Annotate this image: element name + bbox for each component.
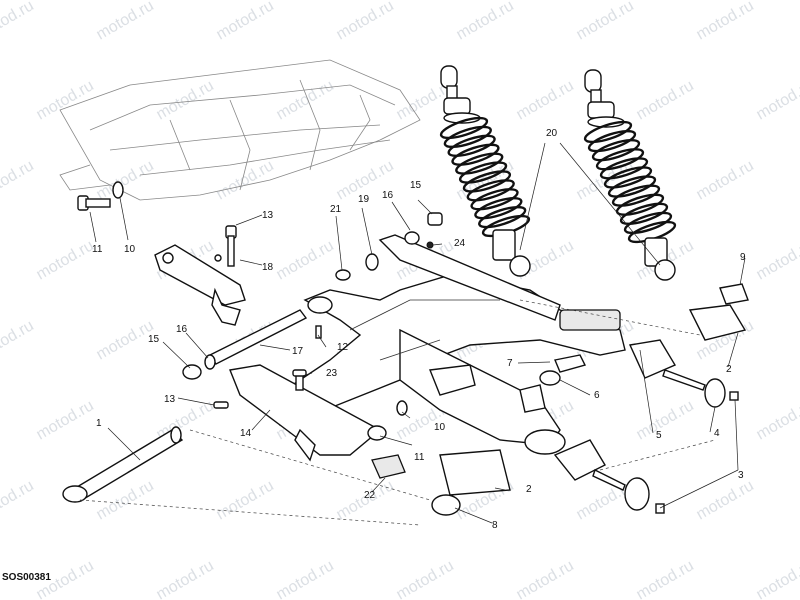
callout-labels: 1 2 2 3 4 5 6 7 8 9 10 10 11 11 12 13 13… xyxy=(92,128,746,531)
watermark-text: motod.ru xyxy=(694,0,757,43)
callout-4: 4 xyxy=(714,428,720,439)
spring-coil xyxy=(447,134,496,157)
watermark-text: motod.ru xyxy=(634,77,697,123)
spring-coil xyxy=(455,152,504,175)
watermark-text: motod.ru xyxy=(94,157,157,203)
spring-coil xyxy=(470,188,519,211)
hardware-items xyxy=(182,212,749,516)
callout-2-lower: 2 xyxy=(526,484,532,495)
watermark-text: motod.ru xyxy=(214,0,277,43)
spring-coil xyxy=(623,211,673,235)
spring-coil xyxy=(451,143,500,166)
callout-15-lower: 15 xyxy=(148,334,160,345)
callout-20: 20 xyxy=(546,128,558,139)
watermark-text: motod.ru xyxy=(214,477,277,523)
watermark-text: motod.ru xyxy=(694,477,757,523)
callout-5: 5 xyxy=(656,430,662,441)
watermark-text: motod.ru xyxy=(0,477,37,523)
watermark-text: motod.ru xyxy=(0,0,37,43)
watermark-text: motod.ru xyxy=(754,557,800,600)
rear-shock-absorber-left xyxy=(439,65,531,277)
watermark-text: motod.ru xyxy=(574,0,637,43)
callout-14: 14 xyxy=(240,428,252,439)
drawing-code: SOS00381 xyxy=(2,572,51,583)
watermark-text: motod.ru xyxy=(634,397,697,443)
bracket-18 xyxy=(154,225,246,326)
spring-coil xyxy=(607,175,657,198)
watermark-text: motod.ru xyxy=(514,557,577,600)
callout-13-lower: 13 xyxy=(164,394,176,405)
watermark-text: motod.ru xyxy=(34,237,97,283)
watermark-text: motod.ru xyxy=(514,77,577,123)
spring-coil xyxy=(466,179,515,202)
callout-24: 24 xyxy=(454,238,466,249)
pad-22 xyxy=(371,454,406,479)
watermark-text: motod.ru xyxy=(334,0,397,43)
spring-coil xyxy=(478,205,527,229)
callout-11-lower: 11 xyxy=(414,452,425,463)
watermark-text: motod.ru xyxy=(754,237,800,283)
callout-18: 18 xyxy=(262,262,274,273)
spring-coil xyxy=(474,197,523,220)
swing-arm xyxy=(269,234,626,455)
callout-13-upper: 13 xyxy=(262,210,274,221)
watermark-text: motod.ru xyxy=(394,557,457,600)
frame-outline xyxy=(59,59,421,201)
callout-15-upper: 15 xyxy=(410,180,422,191)
watermark-text: motod.ru xyxy=(274,237,337,283)
callout-9: 9 xyxy=(740,252,746,263)
chain-guard-14 xyxy=(229,364,382,462)
spring-coil xyxy=(462,170,512,193)
watermark-text: motod.ru xyxy=(454,0,517,43)
pivot-pin-1 xyxy=(62,426,184,503)
callout-21: 21 xyxy=(330,204,342,215)
callout-3: 3 xyxy=(738,470,744,481)
watermark-text: motod.ru xyxy=(154,77,217,123)
watermark-text: motod.ru xyxy=(274,77,337,123)
watermark-text: motod.ru xyxy=(0,317,37,363)
spring-coil xyxy=(615,193,665,216)
spring-coil xyxy=(443,125,492,149)
callout-17: 17 xyxy=(292,346,304,357)
callout-16-upper: 16 xyxy=(382,190,394,201)
watermark-text: motod.ru xyxy=(634,557,697,600)
watermark-text: motod.ru xyxy=(94,0,157,43)
spring-coil xyxy=(595,148,645,171)
callout-10-lower: 10 xyxy=(434,422,446,433)
spring-coil xyxy=(591,139,641,162)
callout-23: 23 xyxy=(326,368,338,379)
watermark-text: motod.ru xyxy=(694,157,757,203)
watermark-text: motod.ru xyxy=(0,157,37,203)
rear-shock-absorber-right xyxy=(583,69,677,281)
watermark-text: motod.ru xyxy=(754,397,800,443)
callout-12: 12 xyxy=(337,342,349,353)
spring-coil xyxy=(583,120,633,144)
spring-coil xyxy=(439,116,489,140)
spring-coil xyxy=(619,202,669,225)
callout-22: 22 xyxy=(364,490,376,501)
callout-8: 8 xyxy=(492,520,498,531)
spring-coil xyxy=(611,184,661,207)
spring-coil xyxy=(587,129,637,153)
bolt-11-top xyxy=(77,181,124,211)
spring-coil xyxy=(603,166,653,189)
watermark-text: motod.ru xyxy=(154,557,217,600)
callout-6: 6 xyxy=(594,390,600,401)
spring-coil xyxy=(599,157,649,180)
callout-19: 19 xyxy=(358,194,370,205)
watermark-text: motod.ru xyxy=(34,397,97,443)
watermark-text: motod.ru xyxy=(274,557,337,600)
leader-lines xyxy=(79,142,746,526)
callout-2-upper: 2 xyxy=(726,364,732,375)
callout-7: 7 xyxy=(507,358,513,369)
watermark-text: motod.ru xyxy=(754,77,800,123)
callout-10-upper: 10 xyxy=(124,244,136,255)
spring-coil xyxy=(458,161,508,184)
callout-1: 1 xyxy=(96,418,102,429)
callout-16-lower: 16 xyxy=(176,324,188,335)
callout-11-upper: 11 xyxy=(92,244,103,255)
